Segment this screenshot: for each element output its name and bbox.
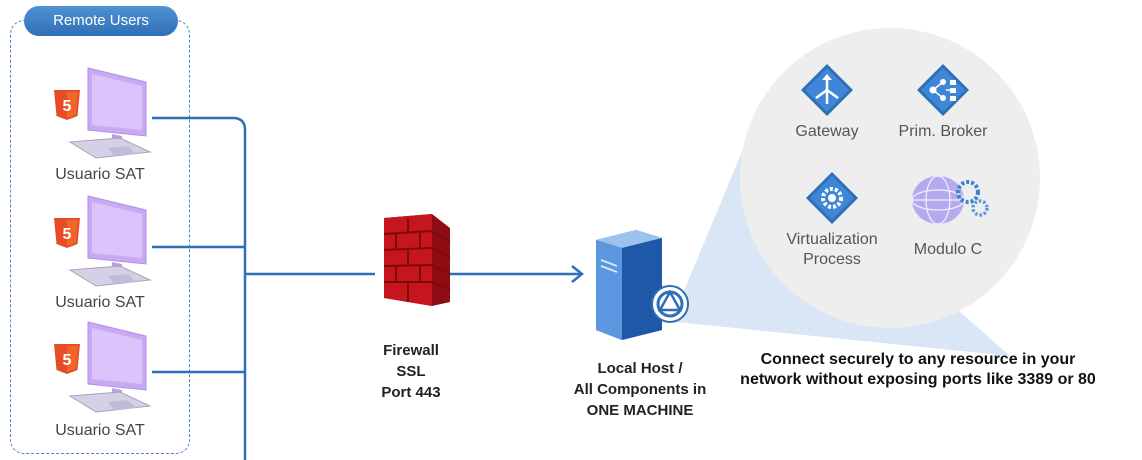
connect-badge-icon	[651, 285, 689, 323]
server-icon	[596, 230, 662, 340]
html5-icon: 5	[54, 218, 80, 248]
html5-icon: 5	[54, 344, 80, 374]
virtualization-line-2: Process	[803, 251, 861, 268]
svg-text:5: 5	[63, 226, 72, 243]
broker-label: Prim. Broker	[898, 123, 988, 140]
gear-icon	[806, 172, 858, 224]
firewall-caption: Firewall SSL Port 443	[346, 340, 476, 403]
remote-users-title: Remote Users	[24, 6, 178, 36]
gateway-icon	[801, 64, 853, 116]
broker-icon	[917, 64, 969, 116]
gateway-label: Gateway	[795, 123, 859, 140]
user-label-1: Usuario SAT	[55, 166, 145, 183]
modulo-label: Modulo C	[913, 241, 983, 258]
user-label-3: Usuario SAT	[55, 422, 145, 439]
tagline-line-1: Connect securely to any resource in your	[760, 351, 1076, 368]
arrow-head-icon	[571, 265, 585, 283]
host-line-3: ONE MACHINE	[586, 402, 694, 419]
firewall-line-3: Port 443	[381, 384, 441, 401]
user-workstation-2: 5	[50, 188, 160, 293]
brick-wall-icon	[383, 214, 451, 306]
components-circle	[740, 28, 1040, 328]
tagline: Connect securely to any resource in your…	[708, 350, 1128, 390]
user-workstation-1: 5	[50, 60, 160, 165]
svg-text:5: 5	[63, 98, 72, 115]
globe-gears-icon	[911, 175, 989, 225]
host-line-2: All Components in	[573, 381, 707, 398]
connector-user-1	[152, 116, 247, 460]
virtualization-line-1: Virtualization	[786, 231, 878, 248]
host-caption: Local Host / All Components in ONE MACHI…	[560, 358, 720, 421]
tagline-line-2: network without exposing ports like 3389…	[740, 371, 1096, 388]
host-line-1: Local Host /	[597, 360, 683, 377]
firewall-line-1: Firewall	[383, 342, 439, 359]
computer-icon	[68, 67, 152, 159]
html5-icon: 5	[54, 90, 80, 120]
svg-text:5: 5	[63, 352, 72, 369]
user-workstation-3: 5	[50, 314, 160, 419]
computer-icon	[68, 195, 152, 287]
virtualization-label: Virtualization Process	[767, 230, 897, 270]
firewall-line-2: SSL	[396, 363, 426, 380]
user-label-2: Usuario SAT	[55, 294, 145, 311]
computer-icon	[68, 321, 152, 413]
